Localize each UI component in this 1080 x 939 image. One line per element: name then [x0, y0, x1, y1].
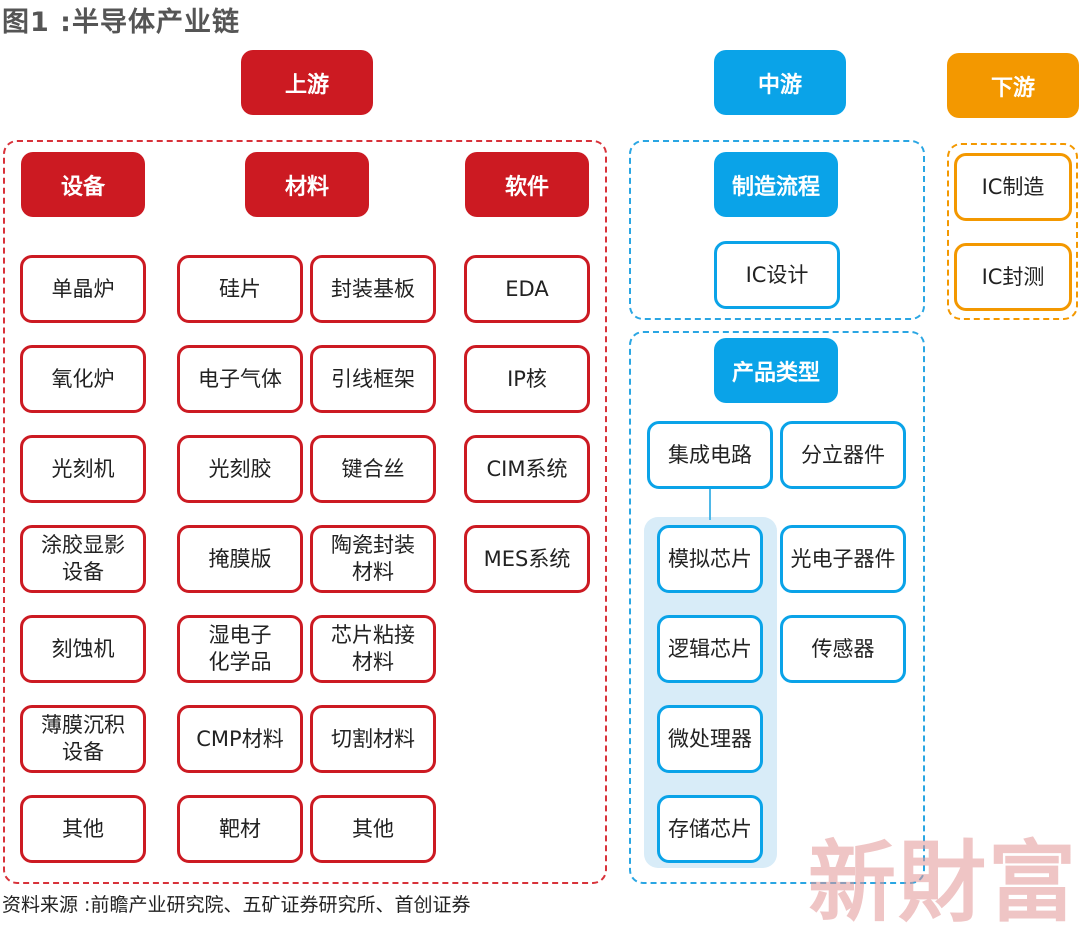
materials-item: 电子气体	[177, 345, 303, 413]
midstream-header: 中游	[714, 50, 846, 115]
figure-title: 图1 :半导体产业链	[2, 7, 240, 38]
ic-subtype-item: 逻辑芯片	[657, 615, 763, 683]
software-item: CIM系统	[464, 435, 590, 503]
ic-design-box: IC设计	[714, 241, 840, 309]
equipment-item: 光刻机	[20, 435, 146, 503]
integrated-circuit-box: 集成电路	[647, 421, 773, 489]
materials-item: 切割材料	[310, 705, 436, 773]
materials-item: 其他	[310, 795, 436, 863]
software-item: EDA	[464, 255, 590, 323]
ic-subtype-item: 存储芯片	[657, 795, 763, 863]
equipment-item: 刻蚀机	[20, 615, 146, 683]
manufacturing-process-header: 制造流程	[714, 152, 838, 217]
materials-item: 封装基板	[310, 255, 436, 323]
connector-line	[709, 488, 711, 520]
materials-item: 湿电子 化学品	[177, 615, 303, 683]
materials-item: 陶瓷封装 材料	[310, 525, 436, 593]
manufacturing-process-group	[629, 140, 925, 320]
materials-item: CMP材料	[177, 705, 303, 773]
ic-manufacturing-box: IC制造	[954, 153, 1072, 221]
equipment-item: 薄膜沉积 设备	[20, 705, 146, 773]
software-item: MES系统	[464, 525, 590, 593]
software-item: IP核	[464, 345, 590, 413]
materials-item: 引线框架	[310, 345, 436, 413]
equipment-item: 涂胶显影 设备	[20, 525, 146, 593]
equipment-header: 设备	[21, 152, 145, 217]
discrete-devices-box: 分立器件	[780, 421, 906, 489]
upstream-header: 上游	[241, 50, 373, 115]
materials-item: 光刻胶	[177, 435, 303, 503]
materials-item: 硅片	[177, 255, 303, 323]
materials-item: 键合丝	[310, 435, 436, 503]
software-header: 软件	[465, 152, 589, 217]
materials-item: 掩膜版	[177, 525, 303, 593]
downstream-group	[947, 143, 1078, 320]
ic-packaging-testing-box: IC封测	[954, 243, 1072, 311]
equipment-item: 氧化炉	[20, 345, 146, 413]
source-note: 资料来源 :前瞻产业研究院、五矿证券研究所、首创证券	[2, 894, 471, 916]
materials-header: 材料	[245, 152, 369, 217]
discrete-subtype-item: 传感器	[780, 615, 906, 683]
materials-item: 芯片粘接 材料	[310, 615, 436, 683]
watermark: 新財富	[807, 830, 1078, 934]
ic-subtype-item: 模拟芯片	[657, 525, 763, 593]
equipment-item: 单晶炉	[20, 255, 146, 323]
discrete-subtype-item: 光电子器件	[780, 525, 906, 593]
equipment-item: 其他	[20, 795, 146, 863]
product-types-header: 产品类型	[714, 338, 838, 403]
materials-item: 靶材	[177, 795, 303, 863]
ic-subtype-item: 微处理器	[657, 705, 763, 773]
upstream-group	[3, 140, 607, 884]
product-types-group	[629, 331, 925, 884]
downstream-header: 下游	[947, 53, 1079, 118]
